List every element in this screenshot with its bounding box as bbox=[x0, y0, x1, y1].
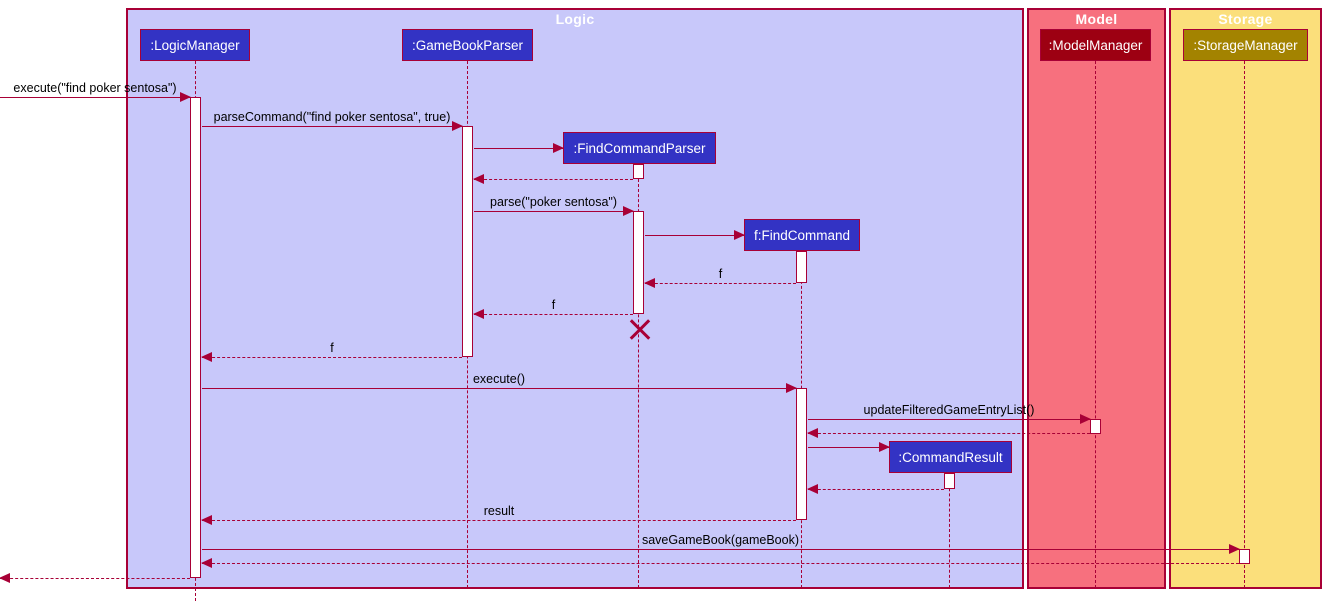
participant-find-command: f:FindCommand bbox=[744, 219, 860, 251]
activation-find-command-create bbox=[796, 251, 807, 283]
message-execute-command: execute() bbox=[202, 372, 797, 393]
arrowhead-icon bbox=[807, 428, 818, 438]
activation-game-book-parser bbox=[462, 126, 473, 357]
arrowhead-icon bbox=[1080, 414, 1091, 424]
message-final-return bbox=[0, 573, 190, 583]
message-return-from-find-command-parser-create bbox=[473, 174, 633, 184]
message-create-command-result bbox=[808, 442, 890, 452]
destroy-x-icon bbox=[627, 316, 653, 342]
arrowhead-icon bbox=[786, 383, 797, 393]
arrowhead-icon bbox=[473, 309, 484, 319]
arrowhead-icon bbox=[734, 230, 745, 240]
participant-command-result: :CommandResult bbox=[889, 441, 1012, 473]
message-return-f-to-parser: f bbox=[644, 267, 796, 288]
lifeline-model-manager bbox=[1095, 61, 1096, 588]
frame-logic-title: Logic bbox=[555, 11, 595, 27]
lifeline-find-command-parser bbox=[638, 164, 639, 588]
message-create-find-command-parser bbox=[474, 143, 564, 153]
message-create-find-command bbox=[645, 230, 745, 240]
message-parse-command: parseCommand("find poker sentosa", true) bbox=[202, 110, 463, 131]
activation-find-command-parser-parse bbox=[633, 211, 644, 314]
participant-game-book-parser-label: :GameBookParser bbox=[411, 37, 524, 53]
message-return-f-to-gamebookparser-label: f bbox=[551, 298, 556, 312]
message-execute-request-label: execute("find poker sentosa") bbox=[13, 81, 177, 95]
participant-model-manager-label: :ModelManager bbox=[1048, 37, 1143, 53]
message-return-from-command-result bbox=[807, 484, 944, 494]
lifeline-storage-manager bbox=[1244, 61, 1245, 588]
participant-storage-manager-label: :StorageManager bbox=[1193, 37, 1298, 53]
arrowhead-icon bbox=[807, 484, 818, 494]
arrowhead-icon bbox=[644, 278, 655, 288]
participant-find-command-parser-label: :FindCommandParser bbox=[573, 140, 706, 156]
frame-storage: Storage bbox=[1169, 8, 1322, 589]
message-save-game-book-label: saveGameBook(gameBook) bbox=[641, 533, 800, 547]
participant-model-manager: :ModelManager bbox=[1040, 29, 1151, 61]
message-parse-command-label: parseCommand("find poker sentosa", true) bbox=[213, 110, 451, 124]
message-return-from-storage-manager bbox=[201, 558, 1239, 568]
message-result-label: result bbox=[483, 504, 515, 518]
activation-find-command-execute bbox=[796, 388, 807, 520]
activation-find-command-parser-create bbox=[633, 164, 644, 179]
arrowhead-icon bbox=[553, 143, 564, 153]
arrowhead-icon bbox=[879, 442, 890, 452]
message-save-game-book: saveGameBook(gameBook) bbox=[202, 533, 1240, 554]
lifeline-command-result bbox=[949, 473, 950, 588]
message-update-filtered-list: updateFilteredGameEntryList() bbox=[808, 403, 1091, 424]
arrowhead-icon bbox=[201, 515, 212, 525]
participant-logic-manager-label: :LogicManager bbox=[150, 37, 240, 53]
arrowhead-icon bbox=[180, 92, 191, 102]
message-execute-request: execute("find poker sentosa") bbox=[0, 81, 191, 102]
message-return-f-to-logicmanager: f bbox=[201, 341, 462, 362]
frame-model-title: Model bbox=[1075, 11, 1118, 27]
message-return-f-to-gamebookparser: f bbox=[473, 298, 633, 319]
activation-storage-manager bbox=[1239, 549, 1250, 564]
frame-storage-title: Storage bbox=[1218, 11, 1273, 27]
arrowhead-icon bbox=[201, 352, 212, 362]
participant-logic-manager: :LogicManager bbox=[140, 29, 250, 61]
message-update-filtered-list-label: updateFilteredGameEntryList() bbox=[863, 403, 1035, 417]
arrowhead-icon bbox=[0, 573, 10, 583]
message-parse: parse("poker sentosa") bbox=[474, 195, 634, 216]
message-return-f-to-parser-label: f bbox=[718, 267, 723, 281]
participant-game-book-parser: :GameBookParser bbox=[402, 29, 533, 61]
arrowhead-icon bbox=[1229, 544, 1240, 554]
arrowhead-icon bbox=[473, 174, 484, 184]
activation-logic-manager bbox=[190, 97, 201, 578]
message-result: result bbox=[201, 504, 796, 525]
message-parse-label: parse("poker sentosa") bbox=[490, 195, 617, 209]
frame-model: Model bbox=[1027, 8, 1166, 589]
activation-command-result bbox=[944, 473, 955, 489]
arrowhead-icon bbox=[201, 558, 212, 568]
participant-find-command-parser: :FindCommandParser bbox=[563, 132, 716, 164]
participant-find-command-label: f:FindCommand bbox=[753, 227, 851, 243]
message-execute-command-label: execute() bbox=[472, 372, 526, 386]
message-return-from-model-manager bbox=[807, 428, 1090, 438]
arrowhead-icon bbox=[452, 121, 463, 131]
frame-logic: Logic bbox=[126, 8, 1024, 589]
activation-model-manager bbox=[1090, 419, 1101, 434]
message-return-f-to-logicmanager-label: f bbox=[330, 341, 334, 355]
arrowhead-icon bbox=[623, 206, 634, 216]
participant-storage-manager: :StorageManager bbox=[1183, 29, 1308, 61]
participant-command-result-label: :CommandResult bbox=[898, 449, 1003, 465]
